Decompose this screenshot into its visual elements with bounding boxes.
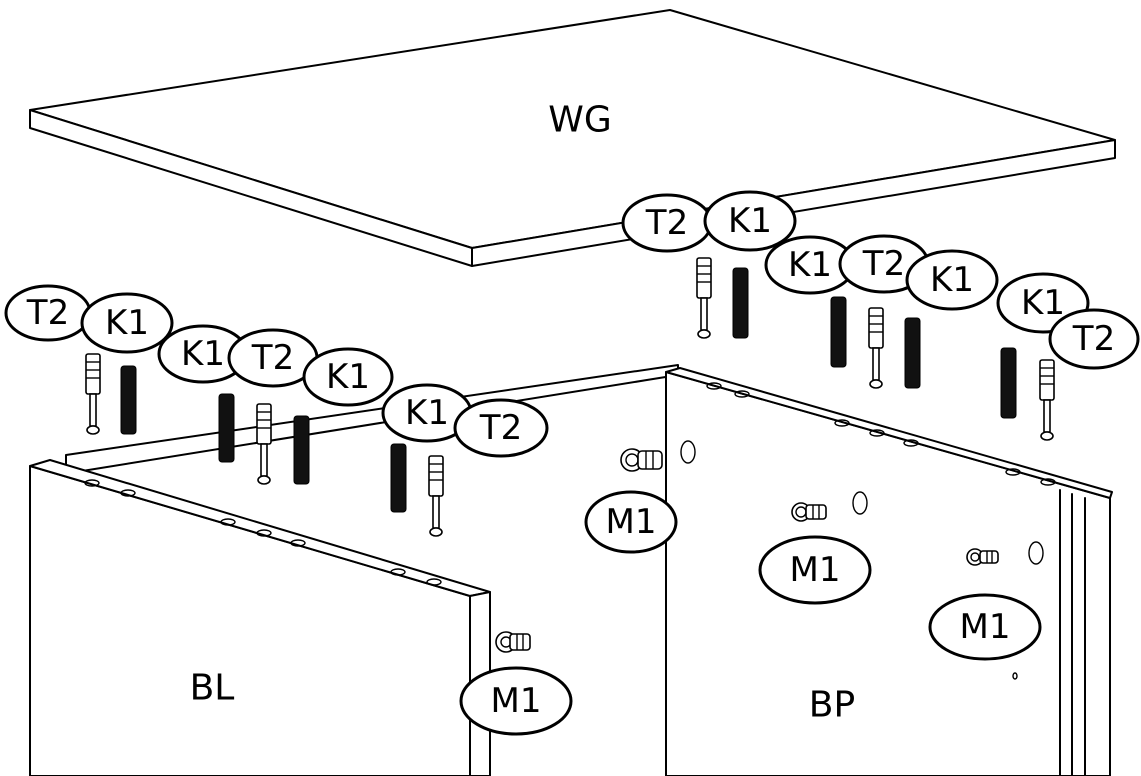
callout-label: K1 (105, 303, 149, 343)
left-panel-label: BL (190, 668, 235, 709)
dowel (830, 296, 847, 368)
callout-label: K1 (788, 245, 832, 285)
screw (428, 455, 444, 537)
screw (85, 353, 101, 435)
dowel (390, 443, 407, 513)
callout-t2: T2 (621, 193, 713, 253)
callout-label: M1 (606, 502, 657, 542)
callout-label: K1 (1021, 283, 1065, 323)
left-panel-holes (84, 479, 442, 586)
top-panel: WG (29, 9, 1116, 267)
screw (1039, 359, 1055, 441)
dowel (732, 267, 749, 339)
callouts: T2 K1 K1 T2 K1 K1 T2 T2 K1 K1 T2 K1 K1 T… (4, 190, 1140, 736)
callout-m1: M1 (459, 666, 573, 736)
callout-label: T2 (862, 244, 905, 284)
callout-t2: T2 (1048, 308, 1140, 370)
callout-label: M1 (790, 550, 841, 590)
callout-m1: M1 (928, 593, 1042, 661)
screw (256, 403, 272, 485)
callout-label: T2 (1072, 319, 1115, 359)
top-panel-label: WG (548, 100, 612, 141)
callout-label: T2 (645, 203, 688, 243)
dowels (120, 267, 1017, 513)
callout-label: K1 (728, 201, 772, 241)
callout-k1: K1 (80, 292, 174, 354)
dowel (904, 317, 921, 389)
callout-label: K1 (930, 260, 974, 300)
dowel (218, 393, 235, 463)
callout-label: K1 (181, 334, 225, 374)
callout-k1: K1 (703, 190, 797, 252)
cam-lock (791, 502, 827, 522)
left-panel: BL (29, 459, 491, 776)
right-panel-label: BP (809, 685, 855, 726)
dowel (1000, 347, 1017, 419)
callout-k1: K1 (905, 249, 999, 311)
callout-label: T2 (251, 338, 294, 378)
callout-label: K1 (405, 393, 449, 433)
cam-lock (966, 548, 999, 566)
cam-lock (495, 631, 531, 653)
cam-locks (495, 448, 999, 653)
right-panel-holes (706, 382, 1056, 486)
callout-k1: K1 (302, 347, 394, 407)
callout-label: T2 (26, 293, 69, 333)
screws (85, 257, 1055, 537)
callout-label: T2 (479, 408, 522, 448)
callout-m1: M1 (758, 535, 872, 605)
callout-m1: M1 (584, 490, 678, 554)
callout-label: M1 (960, 607, 1011, 647)
callout-t2: T2 (4, 284, 92, 342)
dowel (293, 415, 310, 485)
callout-t2: T2 (453, 398, 549, 458)
callout-label: K1 (326, 357, 370, 397)
screw (868, 307, 884, 389)
cam-lock (620, 448, 663, 472)
callout-label: M1 (491, 681, 542, 721)
dowel (120, 365, 137, 435)
right-panel: BP (665, 367, 1113, 776)
screw (696, 257, 712, 339)
